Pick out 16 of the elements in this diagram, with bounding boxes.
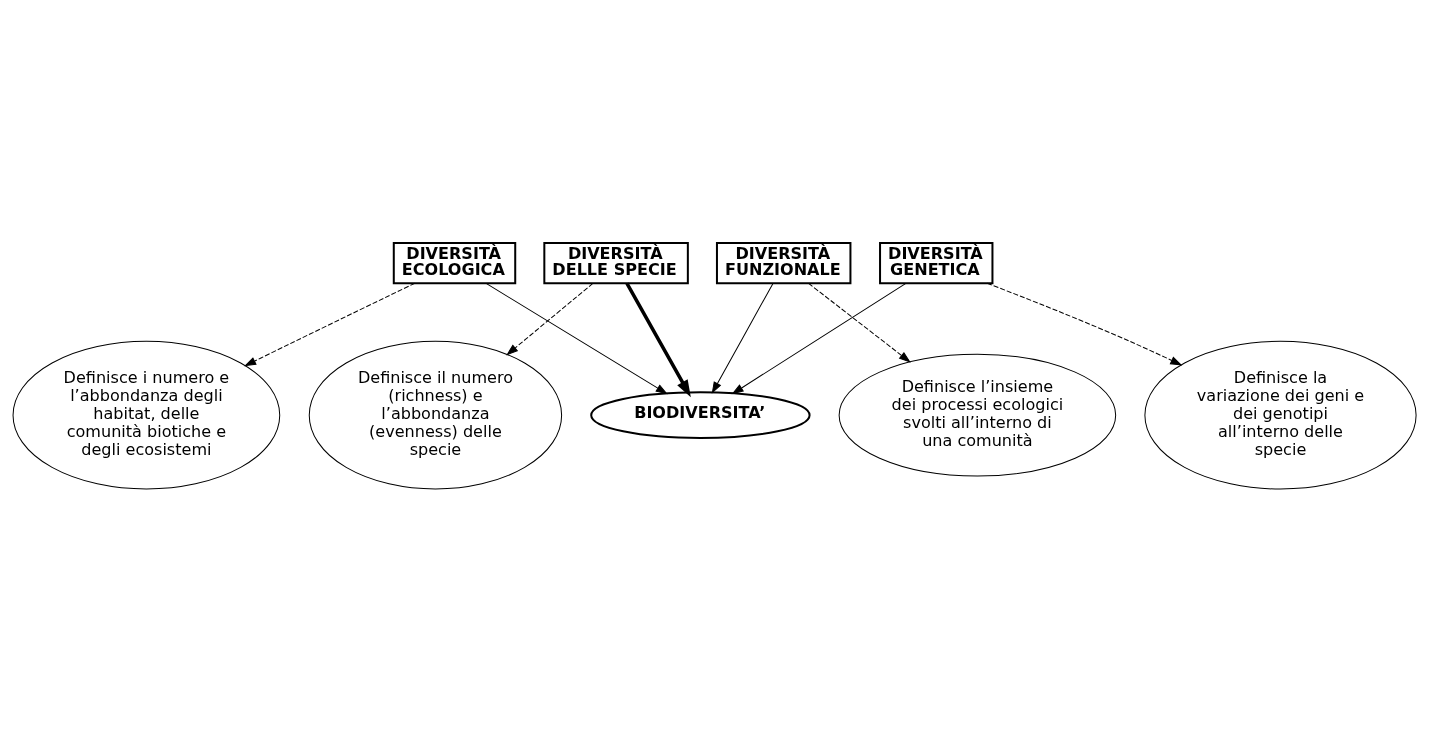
node-ellipse: Definisce i numero e l’abbondanza degli habitat, delle comunità biotiche e degli ecosistemi [12, 340, 281, 490]
node-box: DIVERSITÀ FUNZIONALE [715, 242, 852, 285]
node-ellipse: Definisce il numero (richness) e l’abbondanza (evenness) delle specie [308, 340, 563, 490]
node-ellipse: BIODIVERSITA’ [590, 391, 811, 440]
arrow [506, 282, 594, 355]
arrow [485, 282, 667, 394]
arrow [808, 282, 911, 363]
arrow [711, 282, 774, 393]
arrow [986, 282, 1182, 366]
node-ellipse: Definisce la variazione dei geni e dei genotipi all’interno delle specie [1144, 340, 1417, 490]
arrow [732, 282, 907, 394]
node-box: DIVERSITÀ GENETICA [879, 242, 994, 285]
arrow [625, 282, 691, 398]
arrow [244, 282, 416, 367]
node-box: DIVERSITÀ DELLE SPECIE [543, 242, 689, 285]
node-box: DIVERSITÀ ECOLOGICA [392, 242, 517, 285]
